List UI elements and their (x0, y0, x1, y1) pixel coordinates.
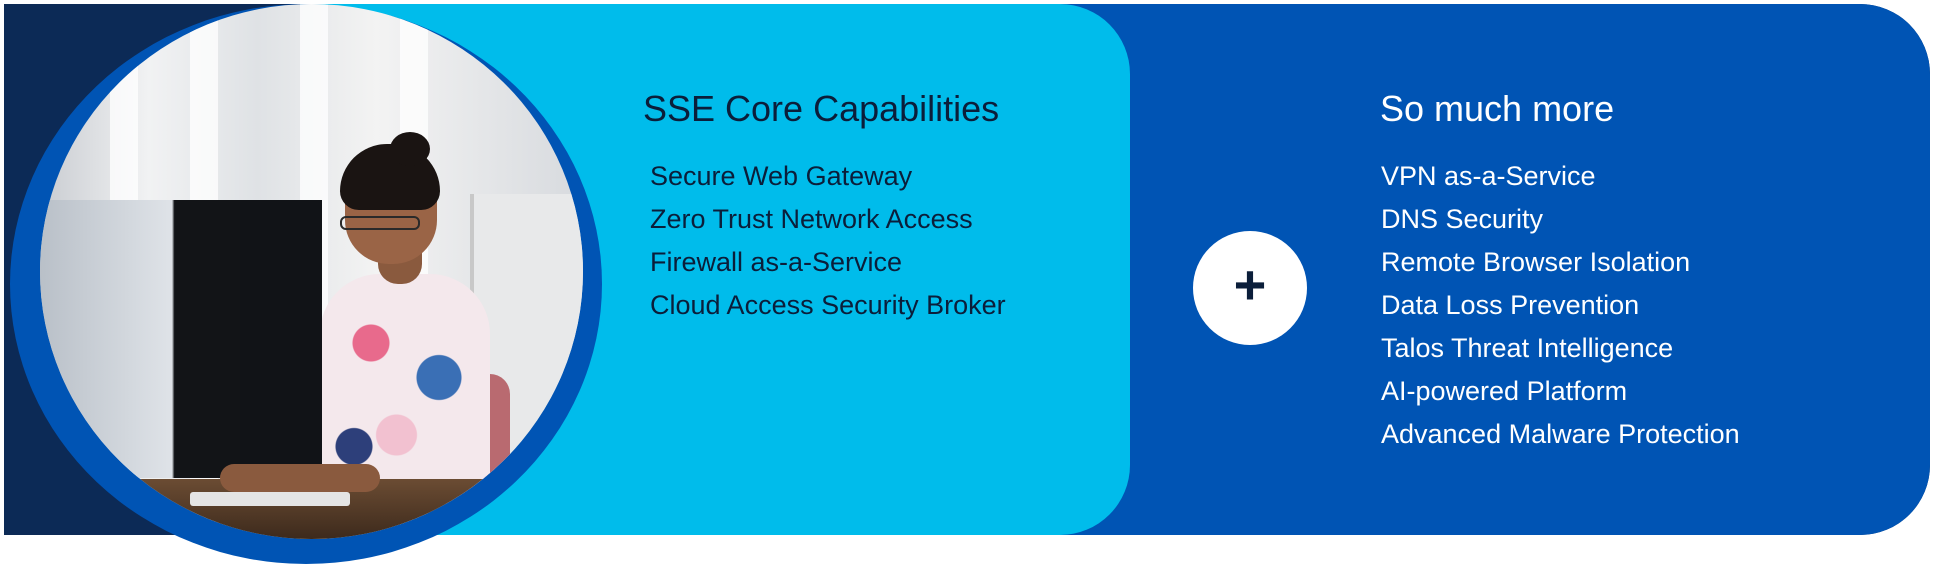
keyboard (190, 492, 350, 506)
plus-icon: + (1193, 231, 1307, 345)
plus-glyph: + (1233, 253, 1267, 316)
person-arm (220, 464, 380, 492)
person-glasses (340, 216, 420, 230)
more-capabilities-list: VPN as-a-Service DNS Security Remote Bro… (1381, 155, 1740, 456)
capabilities-banner: SSE Core Capabilities Secure Web Gateway… (4, 4, 1930, 564)
core-capabilities-list: Secure Web Gateway Zero Trust Network Ac… (650, 155, 1006, 327)
list-item: DNS Security (1381, 204, 1544, 234)
list-item: Zero Trust Network Access (650, 204, 973, 234)
list-item: Secure Web Gateway (650, 161, 913, 191)
photo-woman-at-computer (40, 4, 583, 539)
person-hair-bun (390, 132, 430, 166)
list-item: Data Loss Prevention (1381, 290, 1640, 320)
list-item: VPN as-a-Service (1381, 161, 1596, 191)
list-item: AI-powered Platform (1381, 376, 1628, 406)
list-item: Advanced Malware Protection (1381, 419, 1740, 449)
list-item: Remote Browser Isolation (1381, 247, 1691, 277)
list-item: Talos Threat Intelligence (1381, 333, 1674, 363)
list-item: Cloud Access Security Broker (650, 290, 1006, 320)
core-capabilities-title: SSE Core Capabilities (643, 88, 1000, 129)
more-capabilities-title: So much more (1380, 88, 1615, 129)
monitor-edge (240, 200, 322, 478)
list-item: Firewall as-a-Service (650, 247, 903, 277)
